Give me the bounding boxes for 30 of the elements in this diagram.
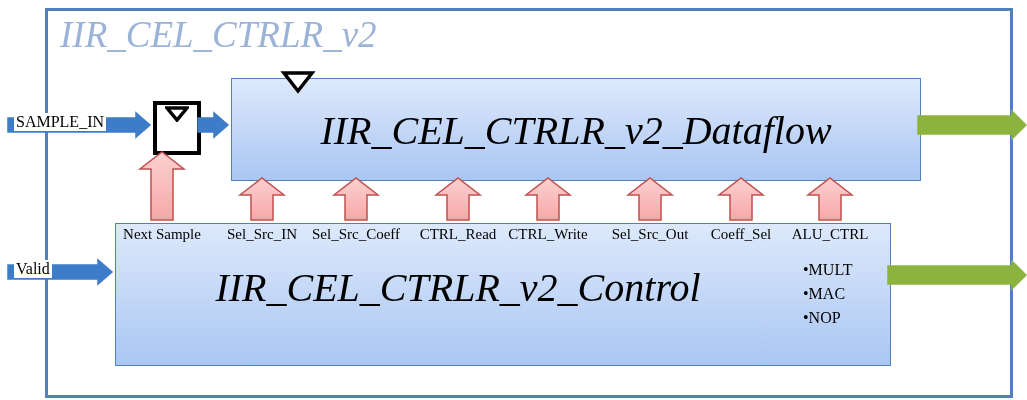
signal-label: CTRL_Write	[507, 226, 589, 243]
block-arrow	[331, 177, 381, 221]
block-arrow	[523, 177, 573, 221]
signal-label: SAMPLE_IN	[14, 113, 106, 131]
module-block	[231, 78, 921, 181]
block-arrow	[197, 111, 230, 139]
block-title: IIR_CEL_CTRLR_v2	[60, 13, 377, 56]
module-block	[115, 223, 891, 366]
signal-label: Coeff_Sel	[709, 226, 773, 243]
block-arrow	[137, 151, 187, 221]
block-arrow	[887, 259, 1027, 291]
register-box	[153, 101, 201, 155]
signal-label: Sel_Src_IN	[226, 226, 298, 243]
module-title: IIR_CEL_CTRLR_v2_Control	[214, 264, 702, 311]
operation-item: •NOP	[803, 310, 841, 325]
operation-item: •MAC	[803, 286, 846, 301]
signal-label: ALU_CTRL	[790, 226, 870, 243]
block-arrow	[716, 177, 766, 221]
signal-label: CTRL_Read	[418, 226, 498, 243]
block-arrow	[237, 177, 287, 221]
block-arrow	[805, 177, 855, 221]
signal-label: Sel_Src_Coeff	[310, 226, 401, 243]
signal-label: Next Sample	[122, 226, 202, 243]
module-title: IIR_CEL_CTRLR_v2_Dataflow	[319, 107, 833, 154]
signal-label: Sel_Src_Out	[610, 226, 690, 243]
signal-label: Valid	[14, 260, 52, 278]
block-arrow	[917, 109, 1027, 141]
block-arrow	[625, 177, 675, 221]
block-arrow	[433, 177, 483, 221]
operation-item: •MULT	[803, 262, 853, 277]
